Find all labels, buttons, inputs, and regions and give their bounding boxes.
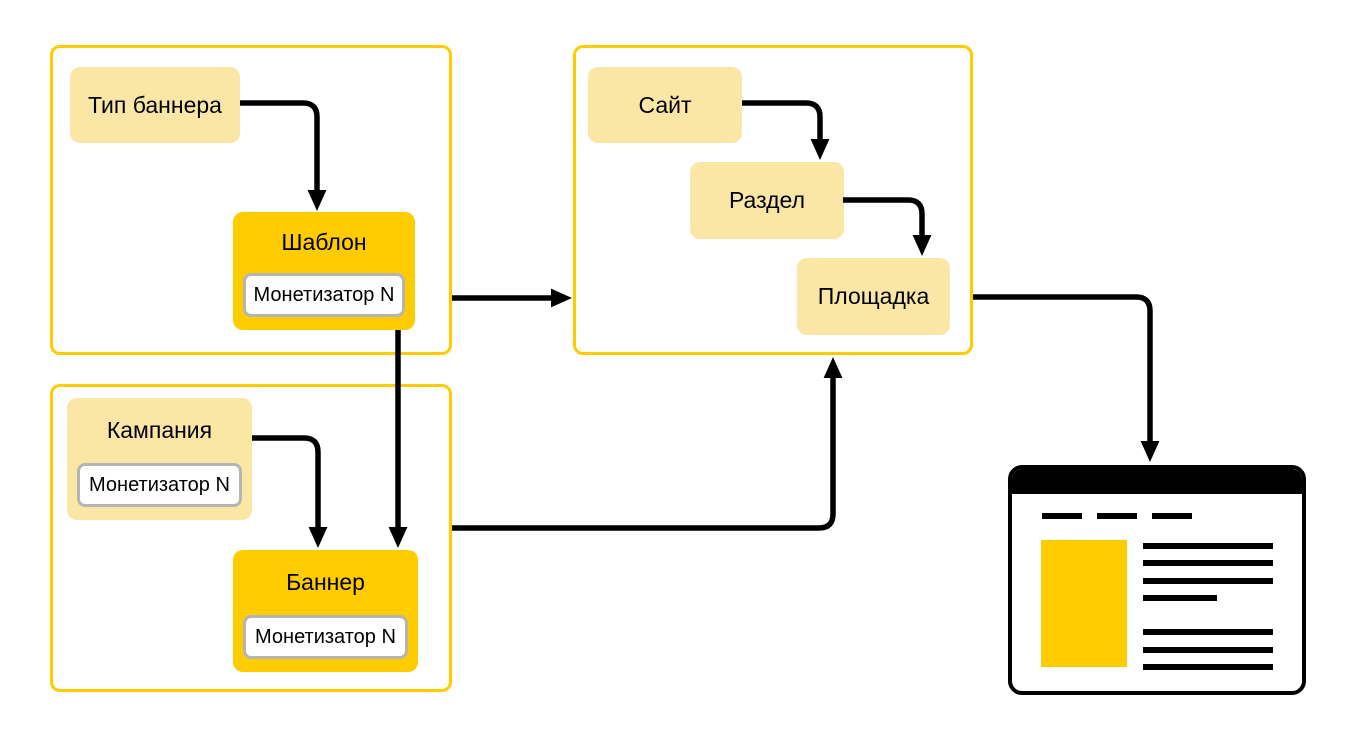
node-section-label: Раздел [728,187,806,213]
banner-template-group-frame [50,45,452,355]
campaign-banner-group-frame [50,384,452,692]
browser-nav-dash [1097,513,1137,519]
node-banner-type: Тип баннера [70,67,240,143]
node-placement: Площадка [797,258,950,335]
node-banner-label: Баннер [286,569,365,595]
browser-header-bar [1012,469,1302,494]
node-campaign-label: Кампания [106,417,213,443]
node-banner-type-label: Тип баннера [88,91,222,118]
node-template: Шаблон Монетизатор N [233,212,415,330]
arrow-placement-to-webpage [973,294,1160,462]
browser-nav-dash [1152,513,1192,519]
page-text-line [1143,629,1273,635]
page-text-line [1143,595,1217,601]
node-campaign-monetizer: Монетизатор N [77,463,242,507]
page-text-line [1143,664,1273,670]
node-site: Сайт [588,67,742,143]
page-text-line [1143,647,1273,653]
page-text-line [1143,560,1273,566]
webpage-illustration [1008,465,1306,695]
node-section: Раздел [690,162,844,239]
page-text-line [1143,578,1273,584]
node-placement-label: Площадка [817,283,930,309]
page-text-line [1143,543,1273,549]
node-template-monetizer: Монетизатор N [243,273,405,317]
node-site-label: Сайт [638,91,692,118]
arrow-banner-group-to-site-group [452,357,843,531]
node-banner-monetizer: Монетизатор N [243,615,408,659]
node-campaign: Кампания Монетизатор N [67,398,252,520]
site-group-frame [573,45,973,355]
node-template-label: Шаблон [281,229,367,255]
ad-placement-block [1041,540,1127,667]
node-banner: Баннер Монетизатор N [233,550,418,672]
browser-nav-dash [1042,513,1082,519]
